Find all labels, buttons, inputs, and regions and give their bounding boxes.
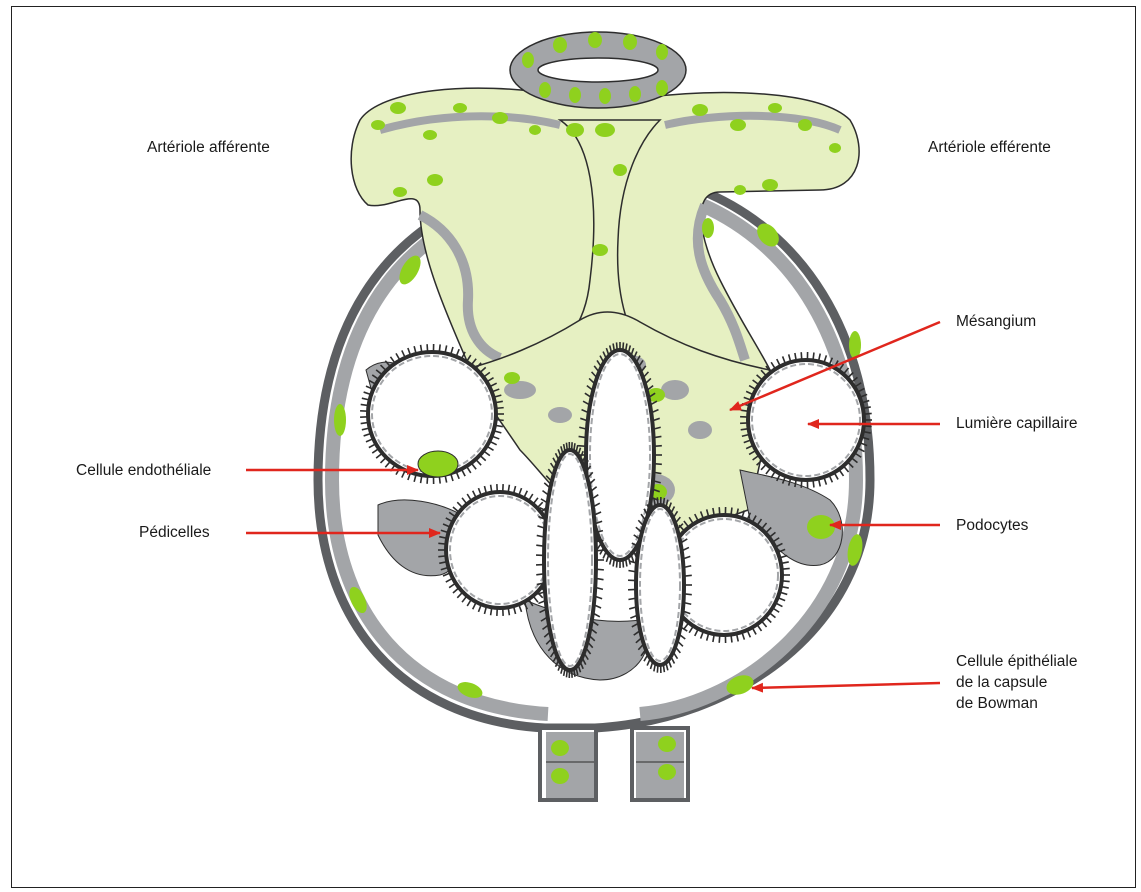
podocyte-nucleus [807, 515, 835, 539]
label-podocytes: Podocytes [956, 515, 1028, 536]
label-bowman-epithelial-cell: Cellule épithéliale de la capsule de Bow… [956, 651, 1078, 714]
label-bowman-line-2: de la capsule [956, 672, 1078, 693]
label-pedicels: Pédicelles [139, 522, 210, 543]
label-bowman-line-3: de Bowman [956, 693, 1078, 714]
proximal-tubule [540, 728, 688, 800]
endothelial-cell [418, 451, 458, 477]
distal-tubule [510, 32, 686, 108]
label-endothelial-cell: Cellule endothéliale [76, 460, 211, 481]
capillary-wall [544, 450, 596, 670]
label-bowman-line-1: Cellule épithéliale [956, 651, 1078, 672]
label-mesangium: Mésangium [956, 311, 1036, 332]
label-capillary-lumen: Lumière capillaire [956, 413, 1077, 434]
arrow-bowman [752, 683, 940, 688]
capillary-wall [446, 492, 554, 608]
label-afferent-arteriole: Artériole afférente [147, 137, 270, 158]
capillary-wall [636, 505, 684, 665]
label-efferent-arteriole: Artériole efférente [928, 137, 1051, 158]
